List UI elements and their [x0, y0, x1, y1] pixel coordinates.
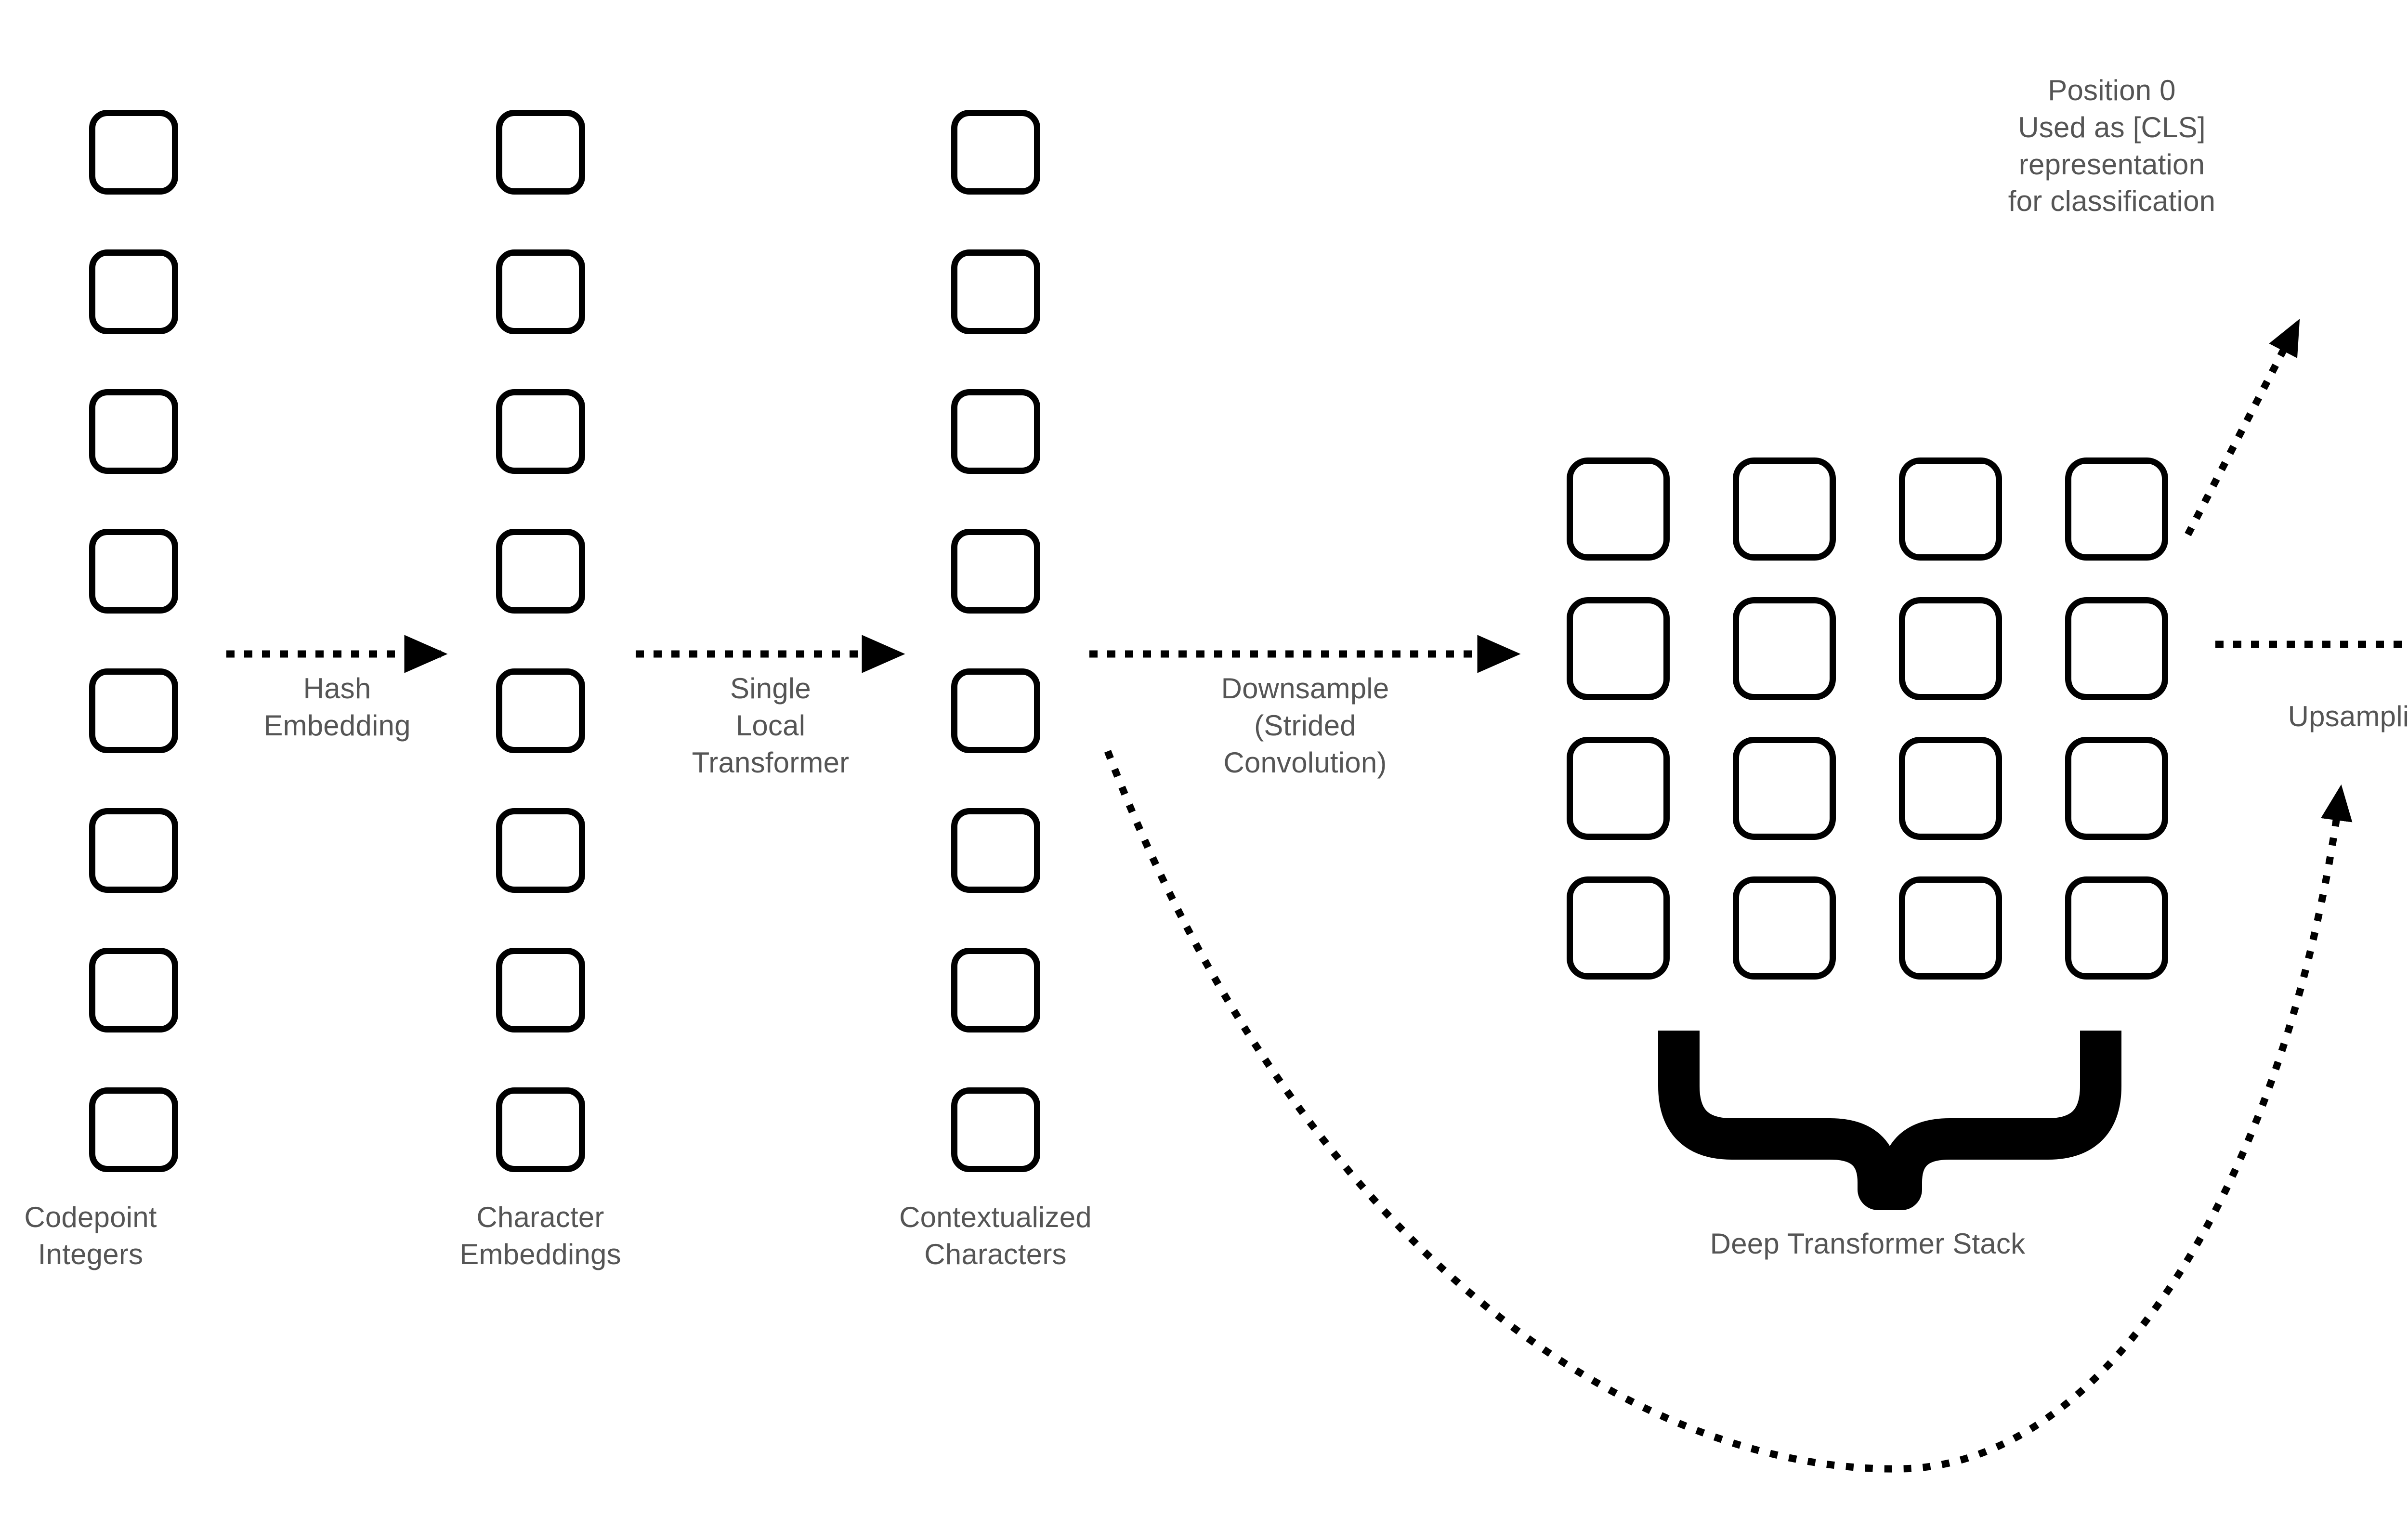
grid-cell [1733, 457, 1836, 561]
arrow-label-hash-embedding: Hash Embedding [263, 672, 411, 742]
column-label-contextualized-characters: Contextualized Characters [899, 1201, 1092, 1270]
column-label-codepoint-integers: Codepoint Integers [24, 1201, 157, 1270]
grid-cell [2065, 876, 2168, 980]
cell-box [951, 249, 1040, 334]
column-character-embeddings [496, 110, 585, 1240]
arrow-cls-note [2185, 319, 2301, 536]
grid-cell [1899, 737, 2002, 840]
column-contextualized-characters [951, 110, 1040, 1240]
cell-box [951, 529, 1040, 614]
cell-box [951, 808, 1040, 893]
cell-box [89, 808, 178, 893]
cell-box [89, 668, 178, 753]
cell-box [951, 389, 1040, 474]
deep-transformer-stack-grid [1567, 457, 2169, 980]
grid-cell [1899, 597, 2002, 700]
grid-cell [1567, 597, 1670, 700]
cell-box [951, 110, 1040, 195]
cell-box [951, 668, 1040, 753]
grid-cell [1567, 737, 1670, 840]
cell-box [496, 1087, 585, 1172]
cell-box [496, 948, 585, 1032]
cell-box [89, 249, 178, 334]
grid-cell [2065, 457, 2168, 561]
cell-box [496, 389, 585, 474]
cell-box [496, 668, 585, 753]
deep-transformer-stack-label: Deep Transformer Stack [1710, 1228, 2026, 1260]
column-label-concatenated-representations: Concatenated Representations [2384, 1208, 2408, 1282]
grid-cell [1733, 876, 1836, 980]
cell-box [89, 389, 178, 474]
cell-box [89, 948, 178, 1032]
cell-box [89, 1087, 178, 1172]
grid-cell [1899, 457, 2002, 561]
grid-cell [1733, 737, 1836, 840]
cell-box [951, 948, 1040, 1032]
cell-box [496, 808, 585, 893]
cls-annotation-label: Position 0 Used as [CLS] representation … [2008, 74, 2216, 218]
arrow-label-single-local-transformer: Single Local Transformer [692, 672, 850, 779]
cell-box [89, 110, 178, 195]
grid-cell [2065, 597, 2168, 700]
arrow-label-upsampling: Upsampling [2288, 700, 2408, 732]
curly-brace-down [1658, 1031, 2121, 1210]
column-label-character-embeddings: Character Embeddings [459, 1201, 621, 1270]
cell-box [89, 529, 178, 614]
cell-box [951, 1087, 1040, 1172]
grid-cell [1733, 597, 1836, 700]
grid-cell [1899, 876, 2002, 980]
grid-cell [1567, 876, 1670, 980]
grid-cell [1567, 457, 1670, 561]
grid-cell [2065, 737, 2168, 840]
cell-box [496, 249, 585, 334]
cell-box [496, 110, 585, 195]
cell-box [496, 529, 585, 614]
column-codepoint-integers [89, 110, 178, 1240]
arrow-label-downsample: Downsample (Strided Convolution) [1221, 672, 1389, 779]
